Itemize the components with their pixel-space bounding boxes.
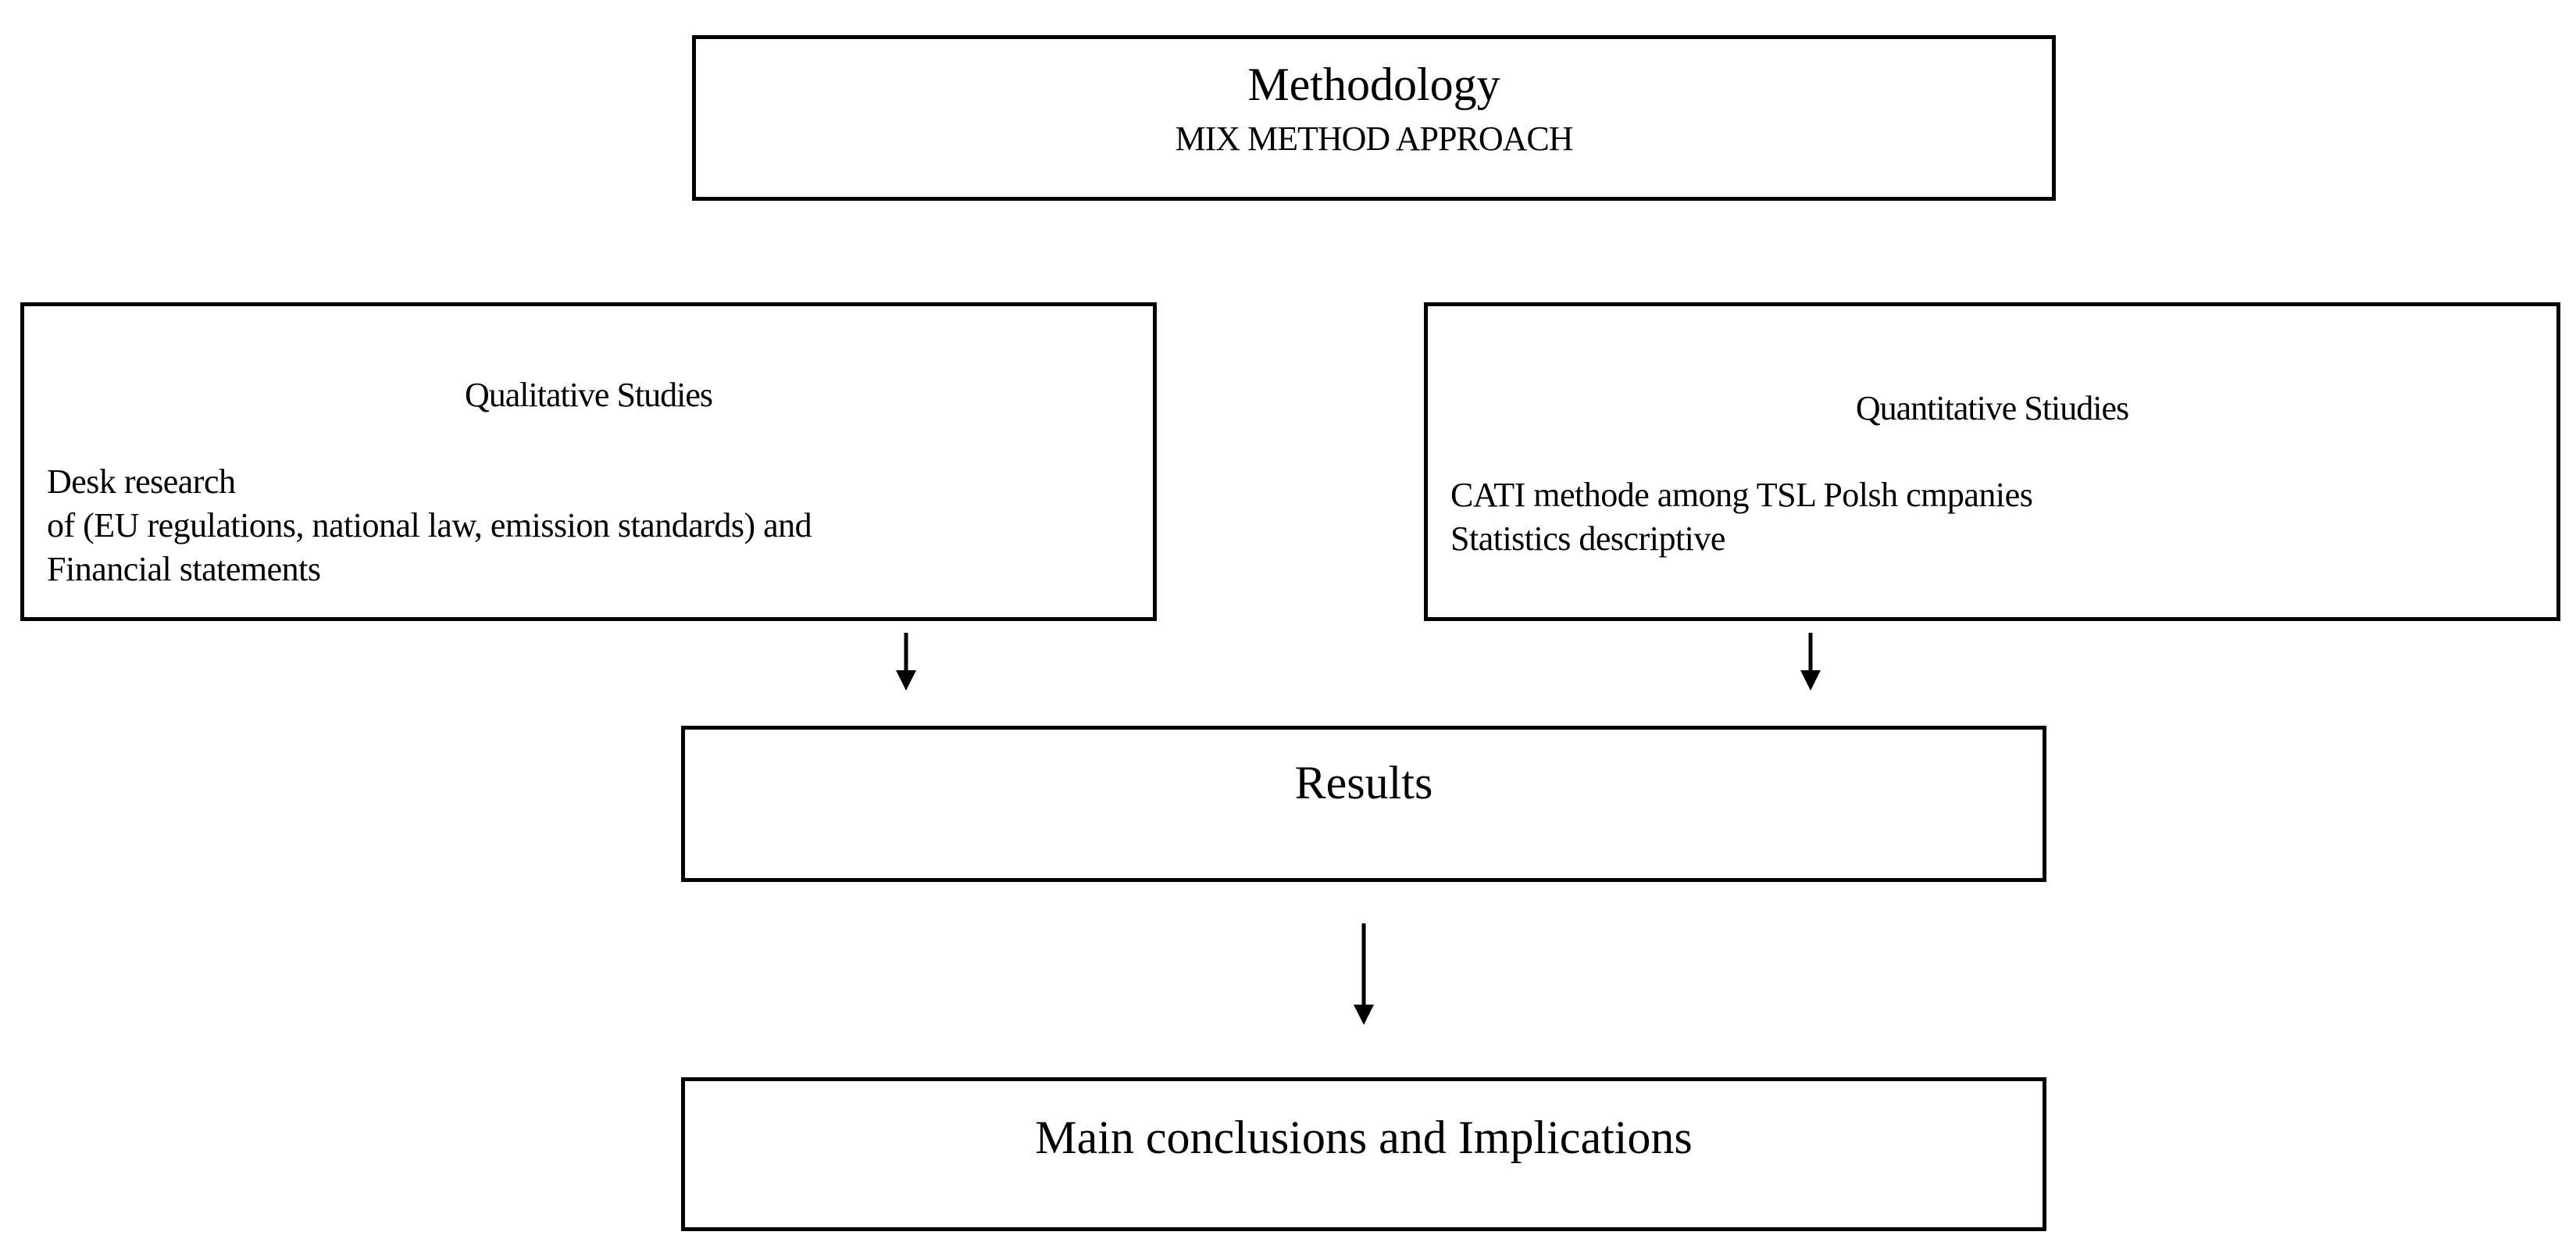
quantitative-line: CATI methode among TSL Polsh cmpanies bbox=[1450, 476, 2033, 514]
quantitative-line: Statistics descriptive bbox=[1450, 519, 1725, 558]
quantitative-studies-box: Quantitative Stiudies CATI methode among… bbox=[1424, 302, 2560, 621]
qualitative-studies-title: Qualitative Studies bbox=[464, 376, 713, 414]
qualitative-studies-box: Qualitative Studies Desk research of (EU… bbox=[20, 302, 1157, 621]
arrow-quantitative-to-results bbox=[1800, 633, 1821, 691]
results-label: Results bbox=[1294, 757, 1433, 809]
methodology-box: Methodology MIX METHOD APPROACH bbox=[692, 35, 2056, 201]
qualitative-studies-details: Desk research of (EU regulations, nation… bbox=[47, 460, 1137, 591]
qualitative-line: Desk research bbox=[47, 462, 236, 501]
results-box: Results bbox=[681, 726, 2046, 882]
arrow-results-to-conclusions bbox=[1354, 923, 1374, 1025]
methodology-title: Methodology bbox=[1247, 59, 1500, 110]
qualitative-line: Financial statements bbox=[47, 550, 321, 588]
conclusions-box: Main conclusions and Implications bbox=[681, 1077, 2046, 1231]
quantitative-studies-details: CATI methode among TSL Polsh cmpanies St… bbox=[1450, 473, 2541, 561]
quantitative-studies-title: Quantitative Stiudies bbox=[1855, 389, 2129, 427]
conclusions-label: Main conclusions and Implications bbox=[1035, 1112, 1693, 1163]
methodology-subtitle: MIX METHOD APPROACH bbox=[1175, 120, 1573, 158]
arrow-qualitative-to-results bbox=[896, 633, 916, 691]
qualitative-line: of (EU regulations, national law, emissi… bbox=[47, 506, 812, 544]
